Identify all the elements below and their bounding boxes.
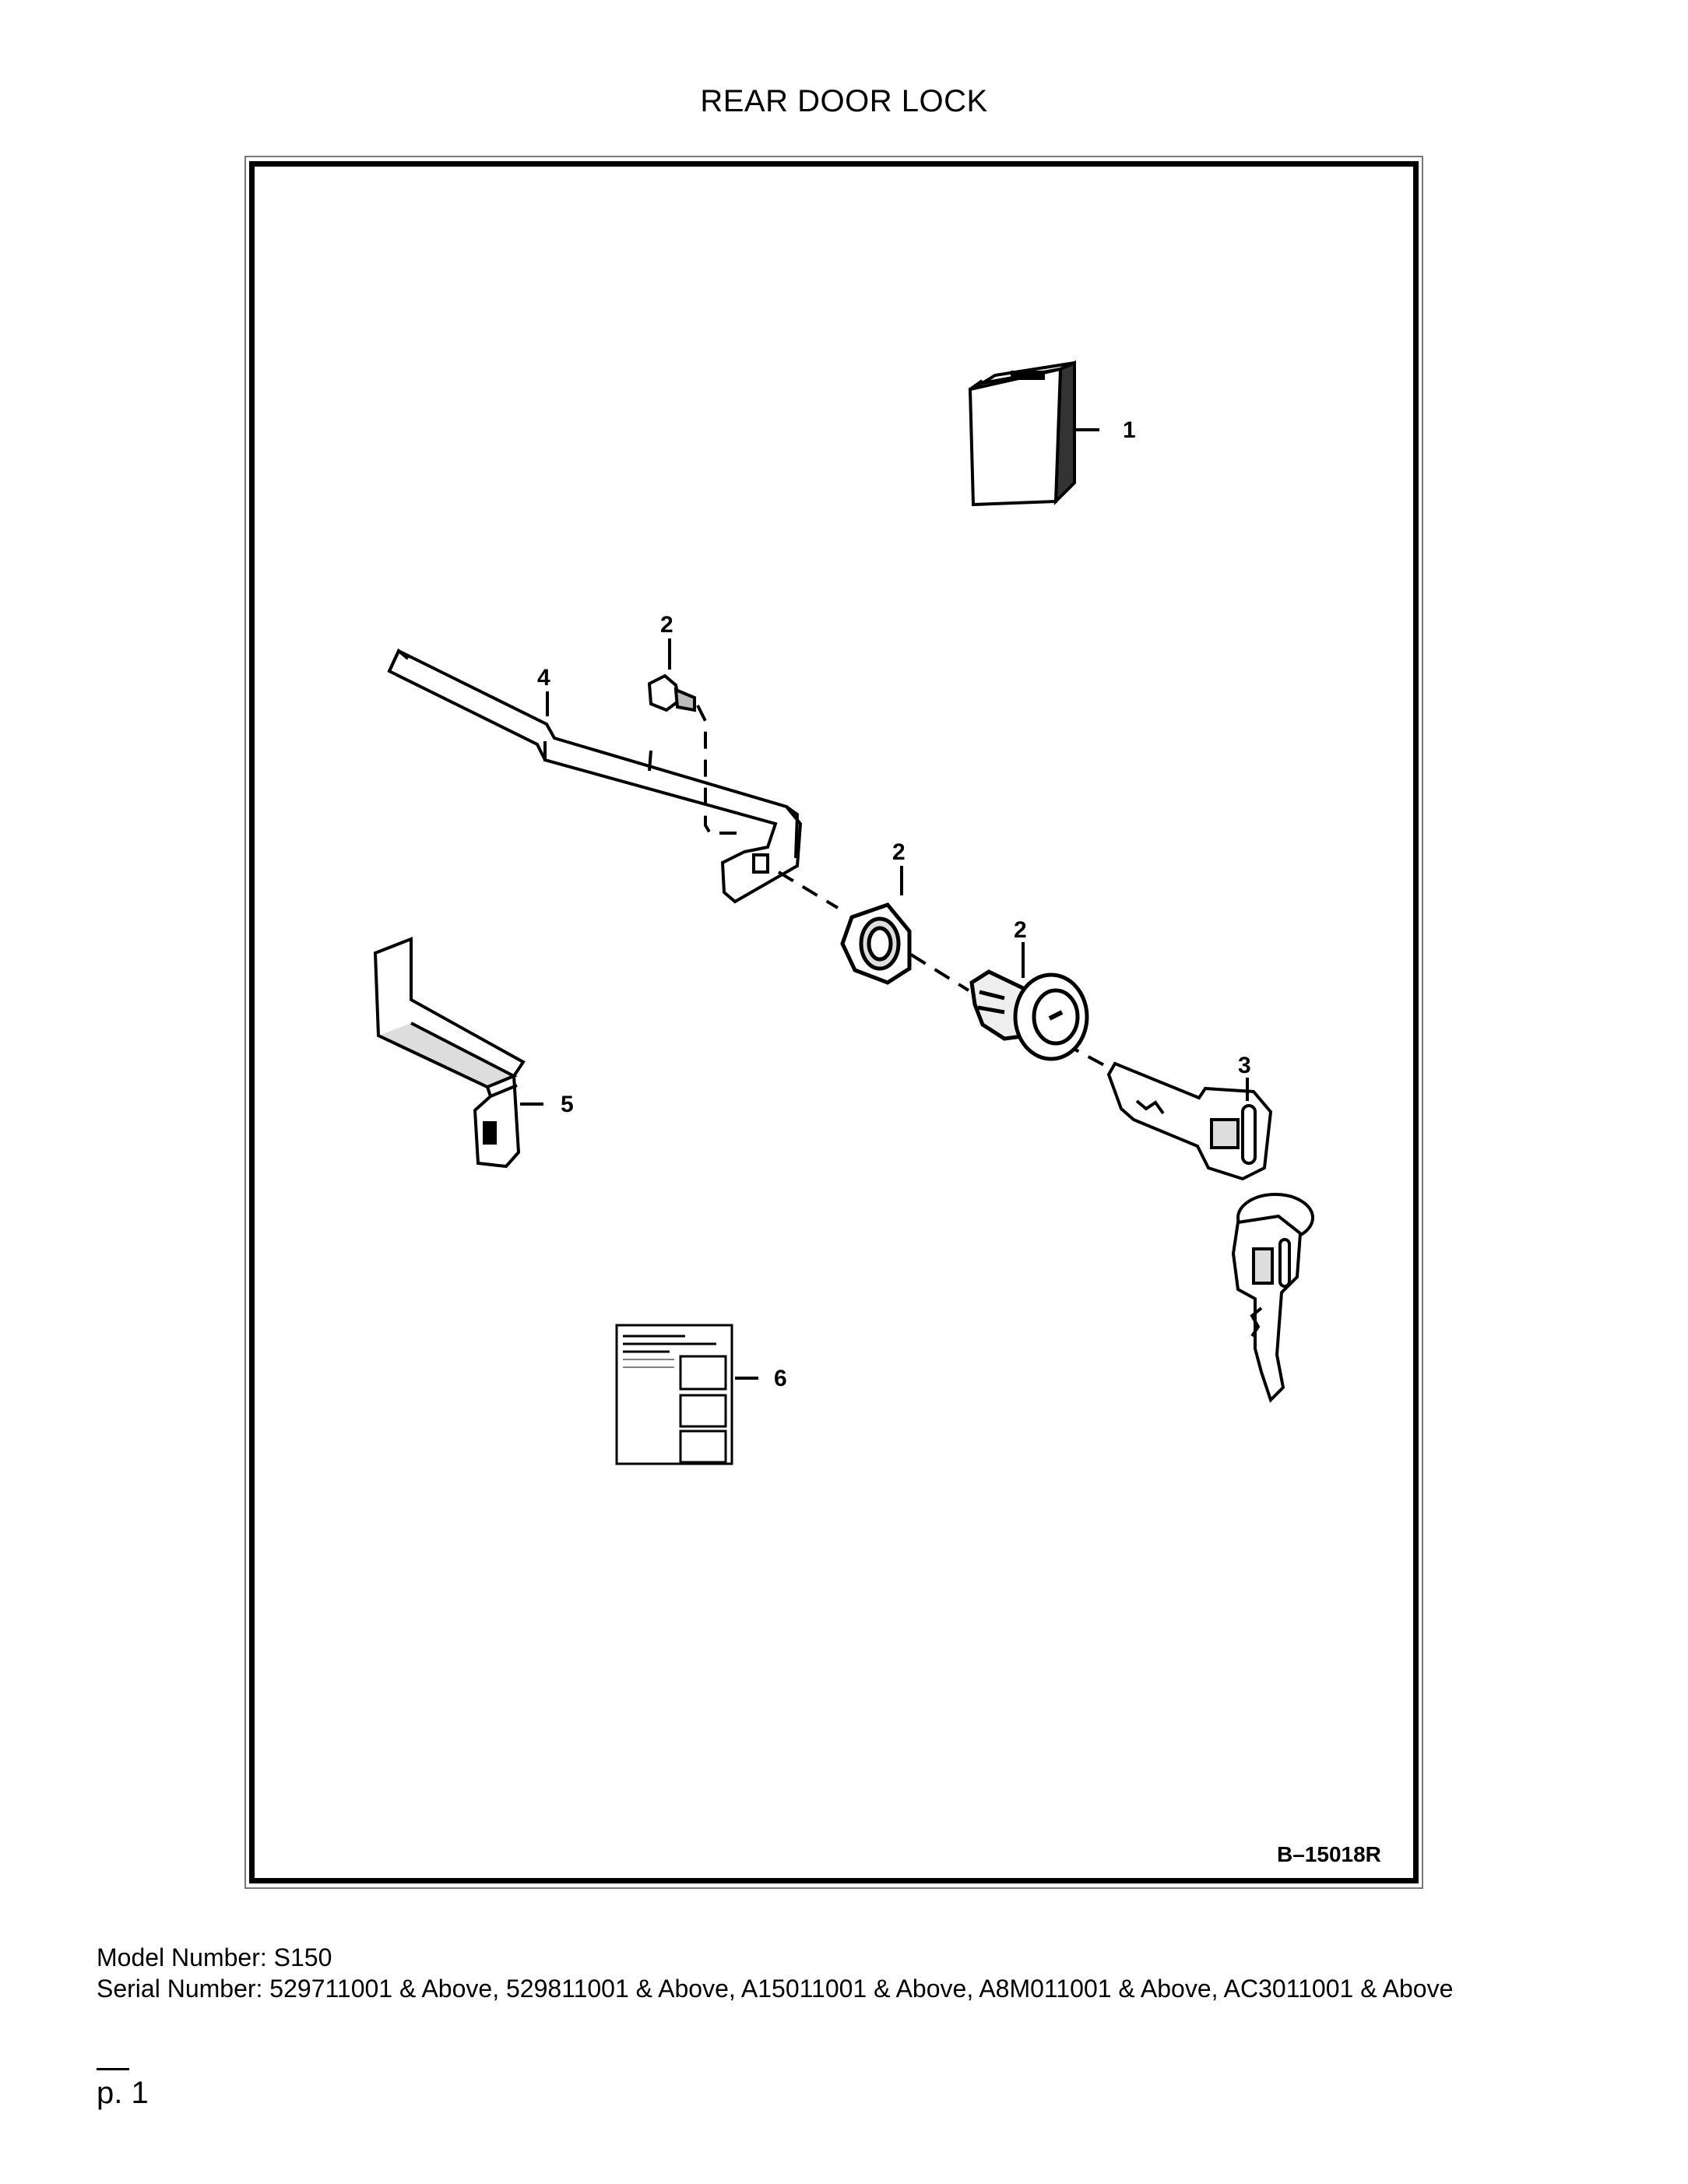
callout-2b: 2: [892, 839, 906, 865]
lock-cylinder-icon: [969, 969, 1089, 1061]
callout-2c: 2: [1014, 917, 1027, 943]
callout-6: 6: [774, 1366, 787, 1391]
callout-4: 4: [537, 665, 550, 691]
figure-frame-outer: [244, 156, 1423, 1889]
latch-bar-icon: [387, 648, 803, 904]
instruction-sheet-icon: [615, 1324, 733, 1465]
page-rule: [97, 2068, 129, 2070]
page-title: REAR DOOR LOCK: [700, 84, 988, 118]
callout-2a: 2: [660, 612, 673, 638]
bracket-icon: [373, 937, 526, 1169]
keys-icon: [1106, 1061, 1314, 1403]
screw-icon: [647, 673, 696, 712]
callout-1: 1: [1123, 417, 1136, 443]
model-number: Model Number: S150: [97, 1943, 332, 1971]
page-number: p. 1: [97, 2076, 149, 2110]
serial-number: Serial Number: 529711001 & Above, 529811…: [97, 1975, 1454, 2003]
footer-info: Model Number: S150 Serial Number: 529711…: [97, 1942, 1576, 2004]
callout-5: 5: [561, 1092, 574, 1117]
figure-frame: [249, 161, 1419, 1883]
drawing-code: B–15018R: [1277, 1842, 1381, 1866]
callout-3: 3: [1238, 1053, 1251, 1078]
hex-nut-icon: [840, 902, 912, 985]
rubber-block-icon: [968, 360, 1076, 507]
